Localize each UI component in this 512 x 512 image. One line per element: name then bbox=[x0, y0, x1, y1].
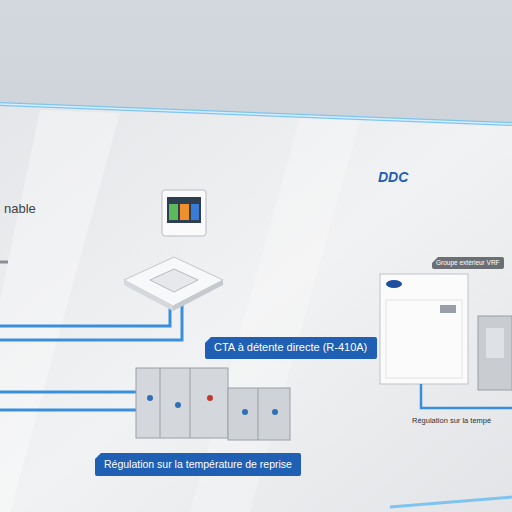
ahu-panel-line bbox=[190, 368, 191, 438]
light-streak bbox=[0, 110, 120, 512]
screen-tile bbox=[180, 204, 189, 220]
pipe bbox=[0, 300, 182, 340]
tag-text: CTA à détente directe (R-410A) bbox=[214, 341, 368, 354]
panel-edge bbox=[390, 497, 512, 507]
cabinet-panel bbox=[486, 328, 504, 358]
panel bbox=[0, 104, 512, 512]
equipment-tag: CTA à détente directe (R-410A) bbox=[205, 337, 377, 359]
brand-logo bbox=[386, 280, 402, 288]
ahu-handle bbox=[242, 409, 248, 415]
ahu-panel-line bbox=[258, 388, 259, 440]
panel-edge bbox=[0, 104, 512, 124]
cassette-grille bbox=[150, 269, 198, 292]
controller bbox=[162, 190, 206, 236]
controller-screen bbox=[167, 197, 201, 223]
light-streak bbox=[190, 118, 360, 512]
ahu-handle bbox=[272, 409, 278, 415]
ahu-handle bbox=[207, 395, 213, 401]
pipe bbox=[0, 409, 136, 412]
screen-tile bbox=[169, 204, 178, 220]
equipment-tag: Groupe extérieur VRF bbox=[432, 257, 504, 269]
ahu-handle bbox=[147, 395, 153, 401]
ahu-panel-line bbox=[160, 368, 161, 438]
panel-edge bbox=[0, 104, 512, 124]
cut-heading: nable bbox=[4, 201, 36, 216]
note-text: Régulation sur la tempé bbox=[412, 416, 491, 425]
ahu-section bbox=[228, 388, 290, 440]
section-heading: DDC bbox=[378, 169, 408, 185]
ahu-handle bbox=[175, 402, 181, 408]
cassette-unit bbox=[124, 257, 223, 306]
ahu-section bbox=[136, 368, 228, 438]
screen-tile bbox=[191, 204, 199, 220]
tag-text: Groupe extérieur VRF bbox=[436, 259, 500, 267]
pipe bbox=[0, 261, 8, 264]
pipe bbox=[0, 391, 136, 394]
unit-badge bbox=[440, 305, 456, 313]
pipe bbox=[421, 384, 512, 408]
vrf-outdoor-unit bbox=[380, 274, 468, 384]
note-tag: Régulation sur la température de reprise bbox=[95, 453, 301, 476]
tag-text: Régulation sur la température de reprise bbox=[104, 458, 292, 471]
pipe bbox=[0, 300, 170, 326]
unit-grille bbox=[386, 300, 462, 378]
indoor-cabinet bbox=[478, 316, 512, 390]
